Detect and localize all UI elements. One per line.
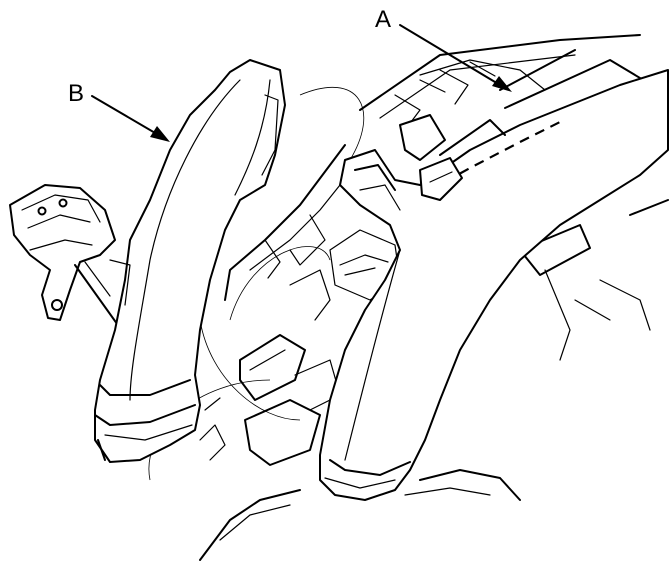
duct-b xyxy=(9,59,286,463)
callout-b: B xyxy=(68,80,170,142)
callout-a-leader xyxy=(399,24,506,89)
callout-b-label: B xyxy=(68,80,84,107)
duct-a xyxy=(319,69,669,501)
callout-b-arrowhead xyxy=(150,126,170,142)
callout-a-arrowhead xyxy=(492,76,512,92)
callout-a-label: A xyxy=(375,6,391,33)
callout-a: A xyxy=(375,6,512,92)
callout-b-leader xyxy=(91,95,163,138)
